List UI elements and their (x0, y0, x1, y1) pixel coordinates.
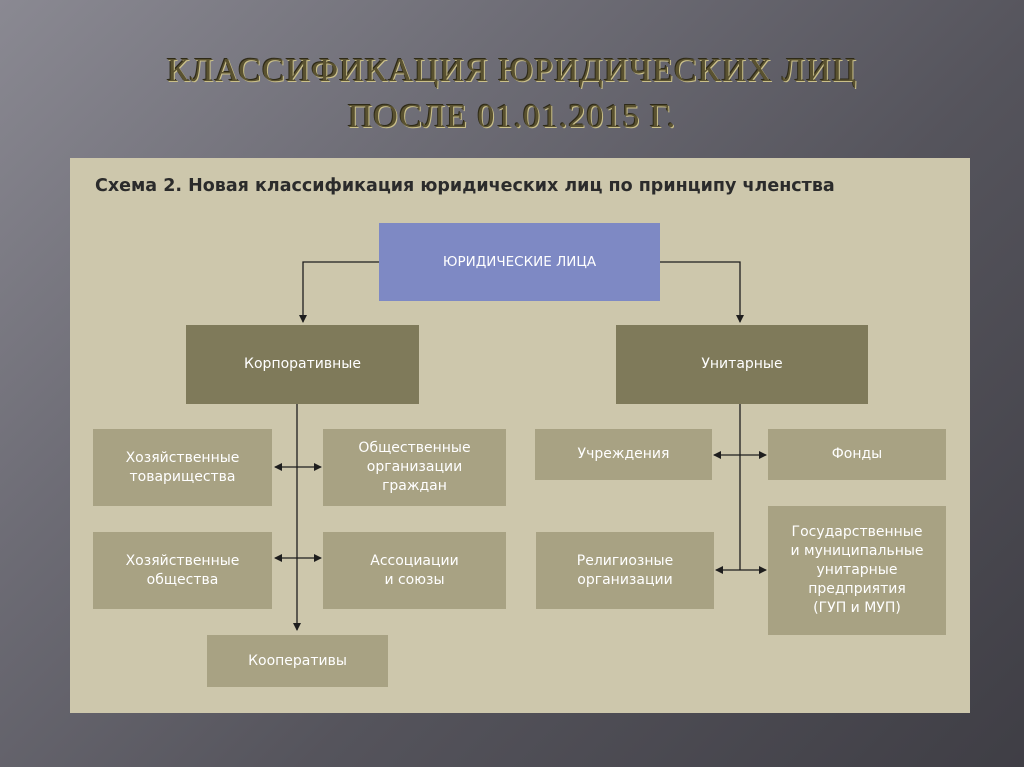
slide-title-line1: КЛАССИФИКАЦИЯ ЮРИДИЧЕСКИХ ЛИЦ (166, 52, 858, 89)
connector-root-unitary (660, 261, 744, 323)
node-funds: Фонды (768, 429, 946, 480)
node-legal-entities: ЮРИДИЧЕСКИЕ ЛИЦА (379, 223, 660, 301)
node-associations-unions: Ассоциации и союзы (323, 532, 506, 609)
node-state-municipal-enterprises: Государственные и муниципальные унитарны… (768, 506, 946, 635)
node-institutions: Учреждения (535, 429, 712, 480)
node-religious-organizations: Религиозные организации (536, 532, 714, 609)
diagram-caption: Схема 2. Новая классификация юридических… (95, 176, 835, 196)
node-business-companies: Хозяйственные общества (93, 532, 272, 609)
connector-root-corporate (299, 261, 379, 323)
node-cooperatives: Кооперативы (207, 635, 388, 687)
node-public-organizations: Общественные организации граждан (323, 429, 506, 506)
node-unitary: Унитарные (616, 325, 868, 404)
node-corporate: Корпоративные (186, 325, 419, 404)
node-business-partnerships: Хозяйственные товарищества (93, 429, 272, 506)
slide-title-line2: ПОСЛЕ 01.01.2015 г. (347, 98, 677, 135)
